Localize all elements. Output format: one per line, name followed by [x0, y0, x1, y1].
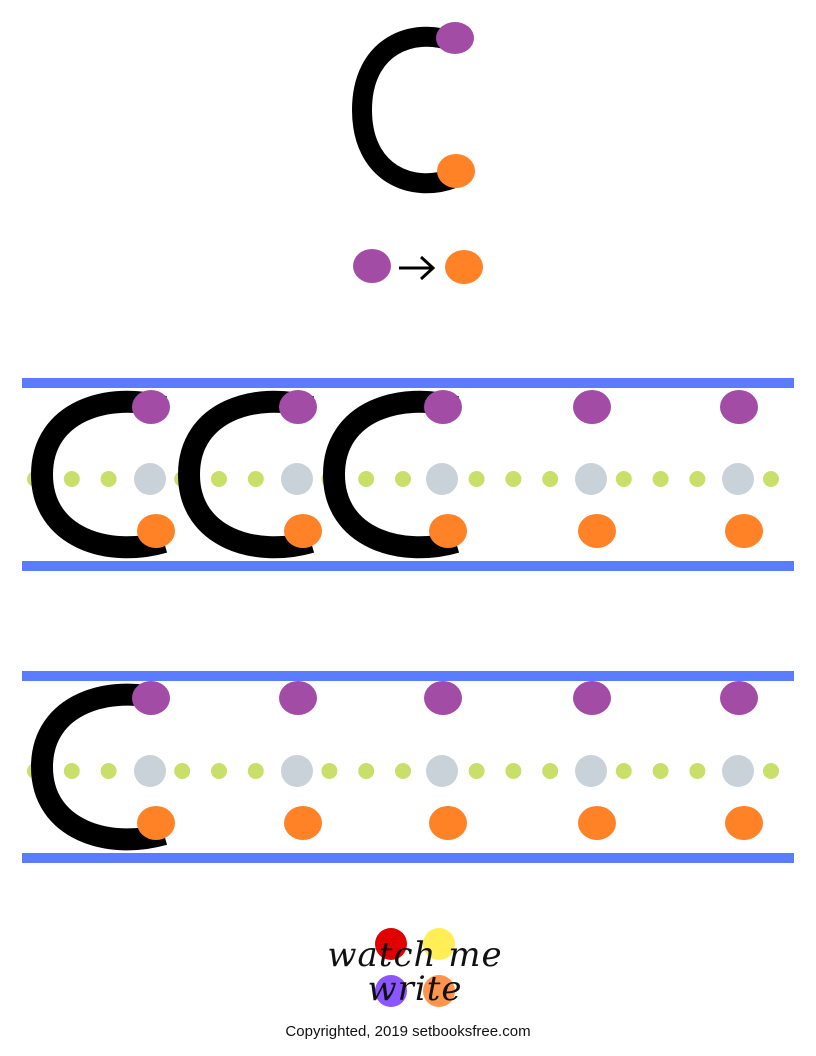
traced-letter-c: [177, 390, 315, 559]
demo-start-dot: [436, 22, 474, 54]
arrow-head: [419, 255, 436, 281]
practice-row: [22, 671, 794, 863]
end-dot: [137, 514, 175, 548]
top-guideline: [22, 671, 794, 681]
logo-dot: [375, 975, 407, 1007]
end-dot: [137, 806, 175, 840]
midline-dot: [247, 471, 264, 487]
end-dot: [725, 514, 763, 548]
traced-letter-c: [30, 683, 168, 851]
end-dot: [284, 514, 322, 548]
logo-dot: [423, 928, 455, 960]
logo-dots: [375, 928, 455, 1007]
midline-dot: [211, 763, 227, 779]
midline-anchor-dot: [134, 755, 166, 787]
midline-anchor-dot: [722, 755, 754, 787]
start-dot: [424, 390, 462, 424]
start-dot: [720, 681, 758, 715]
midline-dot: [542, 471, 559, 487]
midline-dot: [468, 763, 485, 779]
bottom-guideline: [22, 561, 794, 571]
logo-text: watch me write: [327, 935, 503, 1009]
midline-anchor-dot: [575, 755, 607, 787]
end-dot: [429, 806, 467, 840]
traced-letter-c: [30, 390, 168, 559]
midline-dot: [395, 763, 411, 779]
midline-dot: [211, 471, 227, 487]
start-dot: [279, 390, 317, 424]
end-dot: [284, 806, 322, 840]
midline-anchor-dot: [426, 463, 458, 495]
practice-rows: [22, 378, 794, 863]
logo-dot: [423, 975, 455, 1007]
demo-letter-group: [351, 22, 475, 194]
midline-dot: [174, 763, 191, 779]
legend-start-dot: [353, 249, 391, 283]
midline-dot: [63, 471, 80, 487]
midline-dot: [395, 471, 411, 487]
demo-end-dot: [437, 154, 475, 188]
midline-dot: [542, 763, 559, 779]
midline-dot: [763, 763, 779, 779]
end-dot: [725, 806, 763, 840]
midline-dot: [100, 471, 117, 487]
midline-dot: [615, 763, 632, 779]
traced-letter-c: [322, 390, 460, 559]
end-dot: [429, 514, 467, 548]
start-dot: [279, 681, 317, 715]
midline-dot: [652, 471, 669, 487]
midline-dot: [63, 763, 80, 779]
top-guideline: [22, 378, 794, 388]
midline-dot: [358, 763, 375, 779]
demo-letter-c: [351, 26, 458, 194]
midline-dot: [652, 763, 669, 779]
stroke-order-legend: [353, 249, 483, 284]
end-dot: [578, 806, 616, 840]
logo-dot: [375, 928, 407, 960]
copyright-text: Copyrighted, 2019 setbooksfree.com: [285, 1023, 531, 1040]
midline-dot: [763, 471, 779, 487]
midline-anchor-dot: [281, 755, 313, 787]
midline-dot: [689, 471, 706, 487]
start-dot: [573, 681, 611, 715]
practice-row: [22, 378, 794, 571]
end-dot: [578, 514, 616, 548]
start-dot: [573, 390, 611, 424]
legend-end-dot: [445, 250, 483, 284]
midline-anchor-dot: [575, 463, 607, 495]
start-dot: [132, 681, 170, 715]
start-dot: [424, 681, 462, 715]
midline-dot: [689, 763, 706, 779]
midline-dot: [321, 763, 338, 779]
midline-anchor-dot: [722, 463, 754, 495]
start-dot: [720, 390, 758, 424]
midline-dot: [100, 763, 117, 779]
bottom-guideline: [22, 853, 794, 863]
midline-anchor-dot: [426, 755, 458, 787]
midline-anchor-dot: [281, 463, 313, 495]
right-arrow-icon: [399, 255, 436, 281]
start-dot: [132, 390, 170, 424]
midline-anchor-dot: [134, 463, 166, 495]
midline-dot: [358, 471, 375, 487]
midline-dot: [615, 471, 632, 487]
midline-dot: [247, 763, 264, 779]
midline-dot: [468, 471, 485, 487]
midline-dot: [505, 763, 522, 779]
midline-dot: [505, 471, 522, 487]
